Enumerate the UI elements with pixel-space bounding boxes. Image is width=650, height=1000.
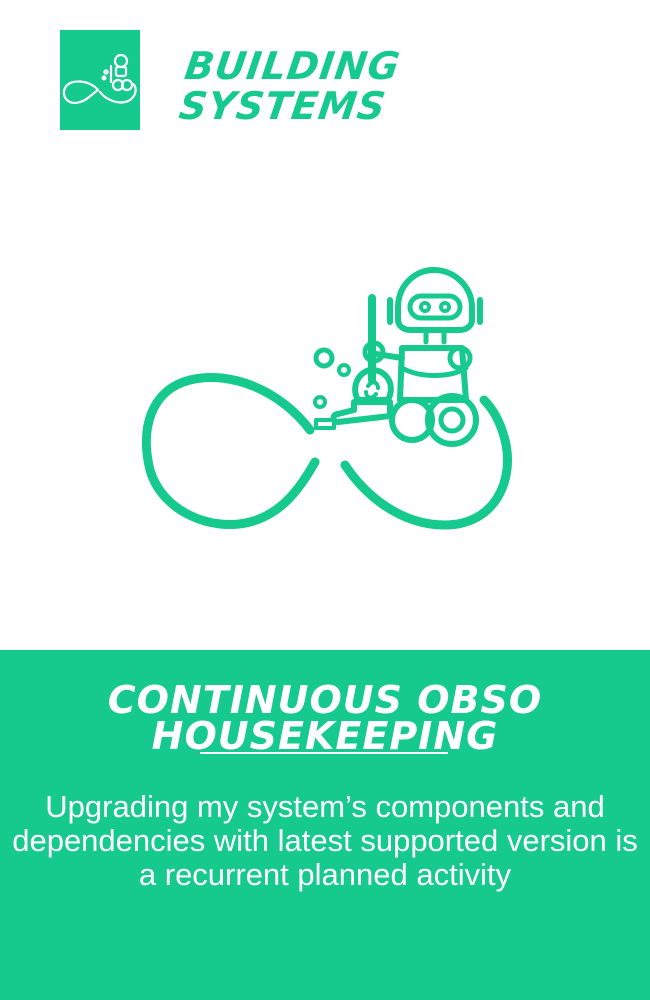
robot-vacuum-infinity-icon — [141, 267, 512, 530]
panel-title-line-2: HOUSEKEEPING — [151, 714, 499, 758]
brand-line-1: BUILDING — [182, 44, 404, 88]
logo — [60, 30, 140, 130]
panel-title-line-1: CONTINUOUS OBSO — [107, 678, 543, 722]
robot-infinity-logo-icon — [62, 53, 137, 104]
brand-line-2: SYSTEMS — [176, 84, 389, 128]
panel-title: CONTINUOUS OBSO HOUSEKEEPING — [0, 678, 650, 758]
info-panel: CONTINUOUS OBSO HOUSEKEEPING Upgrading m… — [0, 650, 650, 1000]
panel-description: Upgrading my system’s components and dep… — [12, 789, 638, 892]
brand-title: BUILDING SYSTEMS — [176, 44, 404, 128]
title-underline — [200, 752, 448, 754]
